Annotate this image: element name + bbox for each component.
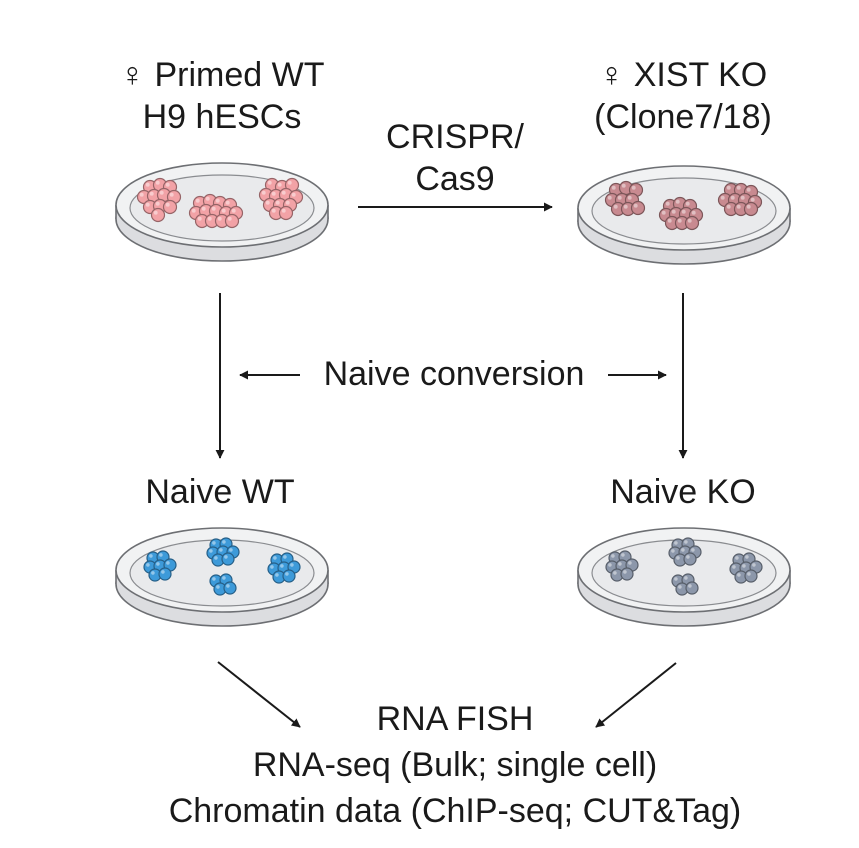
cell-cluster — [209, 573, 237, 596]
cell — [223, 581, 237, 595]
naive-ko-dish — [577, 527, 791, 627]
naive-ko-label: Naive KO — [610, 473, 756, 511]
cell — [684, 215, 700, 231]
cell — [282, 569, 296, 583]
primed-wt-dish — [115, 162, 329, 262]
primed-wt-title: ♀ Primed WT — [120, 56, 325, 94]
output-chromatin-data: Chromatin data (ChIP-seq; CUT&Tag) — [169, 792, 742, 830]
cell — [685, 581, 699, 595]
cell — [162, 199, 178, 215]
output-rna-seq: RNA-seq (Bulk; single cell) — [253, 746, 657, 784]
cell-cluster — [143, 550, 177, 582]
cell-cluster — [258, 177, 304, 221]
cell — [158, 567, 172, 581]
right-converge-arrow — [595, 662, 677, 728]
cell-cluster — [206, 537, 240, 567]
cell — [150, 207, 166, 223]
crispr-label-line2: Cas9 — [415, 160, 494, 198]
cell — [224, 213, 240, 229]
primed-wt-subtitle: H9 hESCs — [143, 98, 302, 136]
cell-cluster — [605, 550, 639, 582]
cell — [221, 552, 235, 566]
cell — [743, 201, 759, 217]
cell — [683, 552, 697, 566]
cell-cluster — [658, 196, 704, 231]
cell — [744, 569, 758, 583]
cell-cluster — [188, 193, 244, 229]
crispr-label-line1: CRISPR/ — [386, 118, 524, 156]
naive-wt-dish — [115, 527, 329, 627]
naive-wt-label: Naive WT — [145, 473, 294, 511]
cell-cluster — [729, 552, 763, 584]
xist-ko-title: ♀ XIST KO — [599, 56, 767, 94]
cell-cluster — [136, 177, 182, 223]
cell — [630, 200, 646, 216]
output-rna-fish: RNA FISH — [377, 700, 534, 738]
cell-cluster — [604, 180, 646, 217]
cell-cluster — [267, 552, 301, 584]
cell — [278, 205, 294, 221]
xist-ko-subtitle: (Clone7/18) — [594, 98, 772, 136]
cell-cluster — [671, 573, 699, 596]
naive-conversion-label: Naive conversion — [324, 355, 585, 393]
cell — [620, 567, 634, 581]
cell-cluster — [668, 537, 702, 567]
cell-cluster — [717, 182, 763, 217]
xist-ko-dish — [577, 165, 791, 265]
left-converge-arrow — [217, 661, 301, 728]
